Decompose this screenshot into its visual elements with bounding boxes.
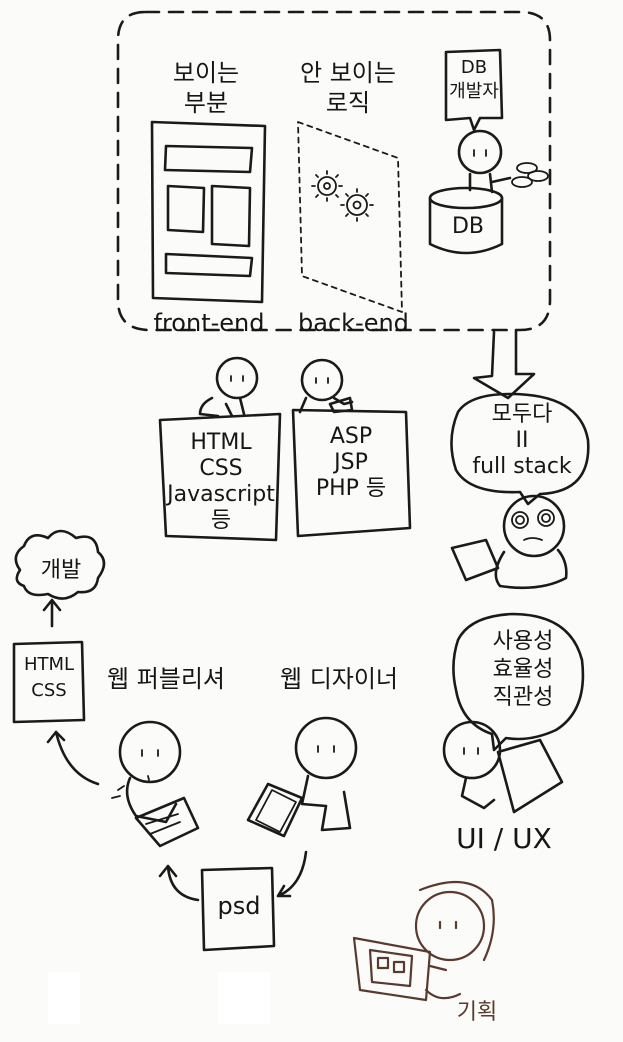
full-stack-line1: 모두다 <box>491 402 553 427</box>
html-css-label: HTML CSS <box>23 654 75 701</box>
arrow-designer-to-psd <box>276 850 308 898</box>
up-arrow-icon <box>42 598 62 628</box>
full-stack-text: 모두다 II full stack <box>462 402 582 480</box>
psd-box <box>200 866 276 952</box>
visible-part-label: 보이는 부분 <box>172 59 240 117</box>
down-arrow-icon <box>472 328 536 400</box>
db-cylinder-icon <box>428 186 504 255</box>
back-end-tech-1: ASP <box>329 424 373 449</box>
planning-label: 기획 <box>456 1000 498 1025</box>
db-developer-label: DB 개발자 <box>449 57 499 102</box>
front-end-box <box>158 412 282 542</box>
front-end-tech-2: CSS <box>199 456 243 481</box>
full-stack-line3: full stack <box>472 454 572 479</box>
html-css-box <box>12 640 86 724</box>
wireframe-icon <box>150 120 267 304</box>
full-stack-bubble <box>450 392 590 506</box>
ux-quality-3: 직관성 <box>492 685 554 710</box>
front-end-label: front-end <box>153 309 265 337</box>
front-end-tech-3: Javascript <box>167 482 275 507</box>
back-end-tech-3: PHP 등 <box>315 476 387 501</box>
dizzy-developer <box>450 494 568 590</box>
web-designer-label: 웹 디자이너 <box>279 665 399 693</box>
web-designer-figure <box>246 716 358 838</box>
develop-label: 개발 <box>40 558 82 583</box>
psd-label: psd <box>217 892 261 920</box>
db-developer-bubble <box>444 48 504 132</box>
back-end-developer <box>298 358 354 414</box>
ux-quality-2: 효율성 <box>492 657 554 682</box>
ux-bubble <box>452 612 585 752</box>
ui-ux-label: UI / UX <box>456 822 552 855</box>
web-publisher-label: 웹 퍼블리셔 <box>106 665 226 693</box>
back-end-tech-2: JSP <box>334 450 368 475</box>
planner-figure <box>352 880 495 1002</box>
front-end-tech-1: HTML <box>190 430 252 455</box>
full-stack-line2: II <box>515 428 529 453</box>
scan-artifact-left <box>48 972 80 1024</box>
scan-artifact-right <box>218 972 270 1024</box>
front-end-tech-list: HTML CSS Javascript 등 <box>166 430 276 534</box>
db-developer-figure <box>457 129 549 194</box>
gears-icon <box>297 121 403 313</box>
back-end-box <box>291 408 412 538</box>
uiux-figure <box>442 720 564 814</box>
front-end-tech-4: 등 <box>210 508 232 533</box>
back-end-tech-list: ASP JSP PHP 등 <box>298 424 404 502</box>
develop-cloud <box>14 529 106 600</box>
front-end-developer <box>198 356 259 418</box>
dashed-container <box>116 10 552 332</box>
web-publisher-figure <box>111 720 200 848</box>
curved-arrow-icon <box>46 730 100 786</box>
ux-qualities-list: 사용성 효율성 직관성 <box>468 628 578 712</box>
back-end-label: back-end <box>298 309 409 337</box>
invisible-logic-label: 안 보이는 로직 <box>300 59 396 117</box>
db-label: DB <box>451 214 485 239</box>
arrow-psd-to-publisher <box>158 864 200 902</box>
ux-quality-1: 사용성 <box>492 629 554 654</box>
